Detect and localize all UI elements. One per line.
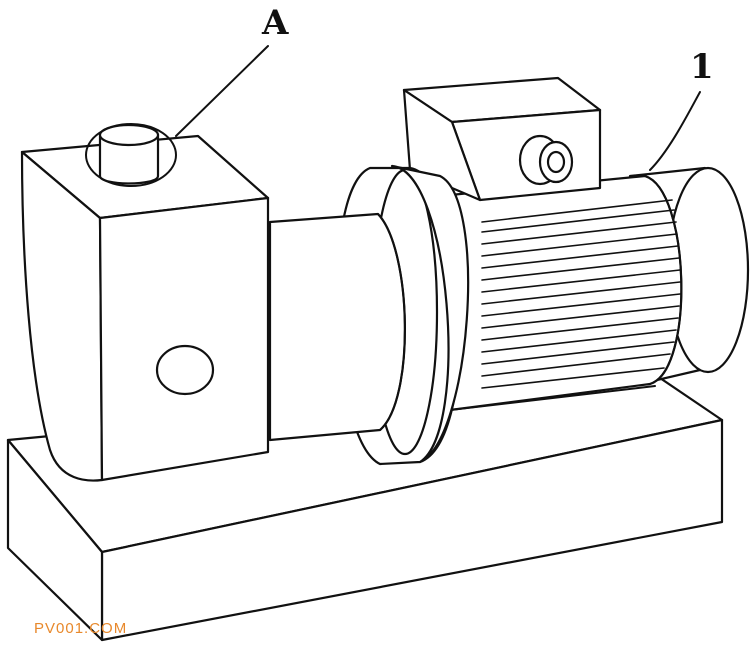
cooling-fin bbox=[481, 269, 681, 293]
coupling-shaft-end bbox=[377, 213, 406, 431]
watermark-text: PV001.COM bbox=[34, 620, 128, 637]
flange-ring bbox=[390, 164, 470, 464]
cooling-fin bbox=[481, 293, 681, 317]
cooling-fin bbox=[481, 341, 675, 365]
base-plate bbox=[6, 376, 724, 642]
cooling-fin bbox=[481, 305, 680, 329]
cable-gland bbox=[518, 134, 574, 186]
motor-housing bbox=[438, 174, 683, 412]
coupling-shaft bbox=[268, 212, 406, 442]
cooling-fin bbox=[481, 233, 678, 257]
cooling-fin bbox=[481, 281, 681, 305]
pump-body-front bbox=[98, 196, 270, 482]
cooling-fin bbox=[481, 199, 673, 223]
callout-label-1: 1 bbox=[690, 47, 714, 87]
pump-port bbox=[155, 344, 215, 396]
coupling-shaft-body bbox=[268, 212, 406, 442]
callout-label-a: A bbox=[261, 3, 289, 43]
cooling-fin bbox=[481, 209, 675, 233]
pump-body bbox=[20, 134, 270, 482]
base-plate-side-face bbox=[6, 438, 104, 642]
motor-housing-body bbox=[438, 174, 683, 412]
cooling-fins bbox=[481, 199, 681, 389]
cooling-fin bbox=[481, 221, 677, 245]
cable-gland-core bbox=[546, 150, 566, 174]
cooling-fin bbox=[481, 329, 677, 353]
cooling-fin bbox=[481, 257, 680, 281]
inlet-nozzle bbox=[85, 123, 177, 187]
pump-body-side bbox=[20, 150, 104, 482]
motor-housing-bottom-edge bbox=[449, 385, 656, 411]
cooling-fin bbox=[481, 353, 671, 377]
cooling-fin bbox=[481, 245, 679, 269]
leader-line-1 bbox=[649, 91, 701, 171]
motor-housing-rim bbox=[644, 175, 683, 385]
cooling-fin bbox=[481, 367, 665, 389]
detail-a-circle bbox=[85, 123, 177, 187]
leader-line-a bbox=[175, 45, 269, 137]
cooling-fin bbox=[481, 317, 679, 341]
